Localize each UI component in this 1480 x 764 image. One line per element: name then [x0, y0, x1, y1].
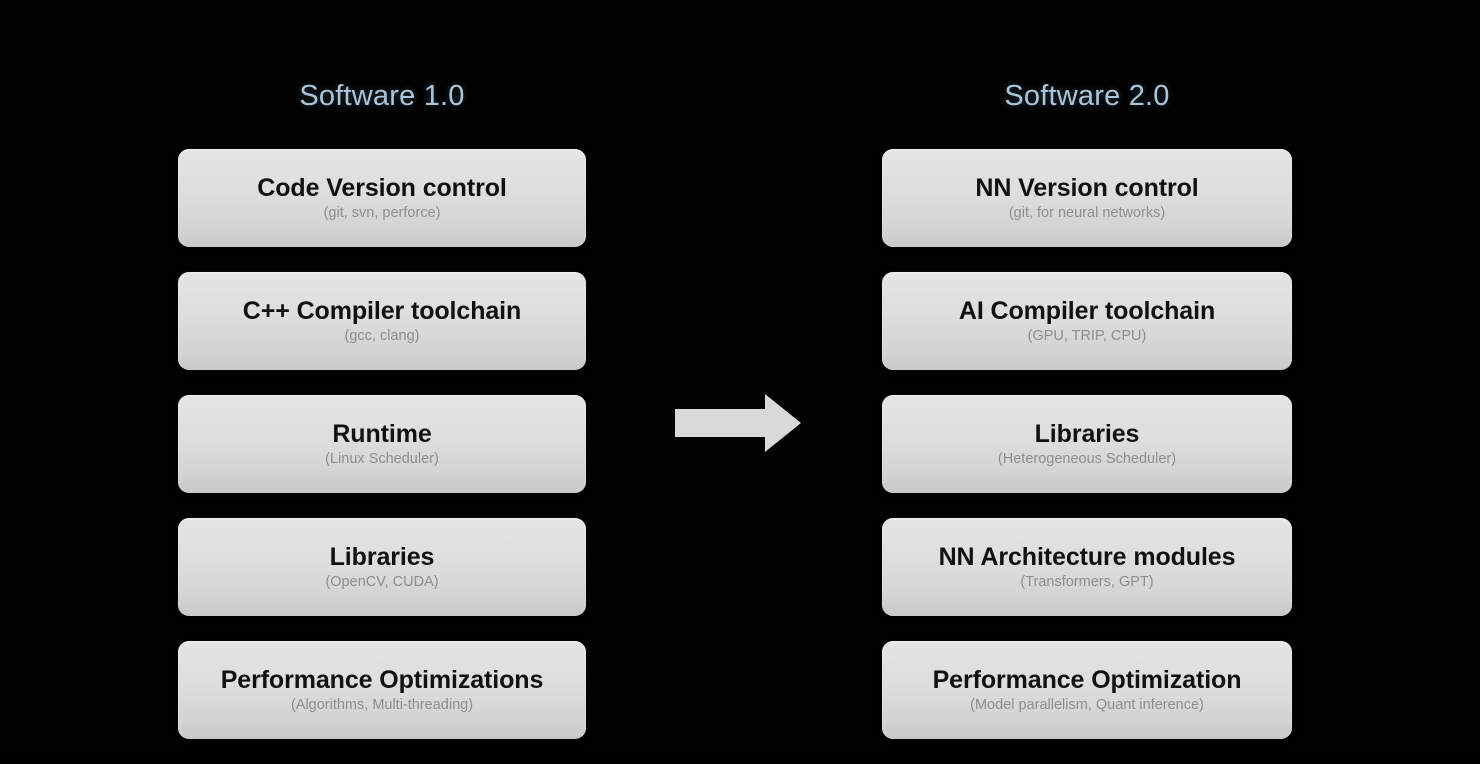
- column-title-software-2-0: Software 2.0: [1004, 80, 1170, 112]
- arrow-right-icon: [668, 392, 808, 454]
- card-subtitle: (Linux Scheduler): [325, 450, 439, 467]
- column-title-software-1-0: Software 1.0: [299, 80, 465, 112]
- card-title: Code Version control: [257, 173, 507, 202]
- stack-card-performance-optimizations[interactable]: Performance Optimizations (Algorithms, M…: [178, 641, 586, 739]
- stack-card-nn-architecture-modules[interactable]: NN Architecture modules (Transformers, G…: [882, 518, 1292, 616]
- stack-card-ai-compiler-toolchain[interactable]: AI Compiler toolchain (GPU, TRIP, CPU): [882, 272, 1292, 370]
- stack-software-2-0: NN Version control (git, for neural netw…: [882, 149, 1292, 764]
- stack-card-nn-version-control[interactable]: NN Version control (git, for neural netw…: [882, 149, 1292, 247]
- card-title: Runtime: [332, 419, 432, 448]
- card-subtitle: (git, svn, perforce): [323, 204, 441, 221]
- card-title: Performance Optimization: [932, 665, 1242, 694]
- card-subtitle: (OpenCV, CUDA): [325, 573, 439, 590]
- card-subtitle: (Heterogeneous Scheduler): [997, 450, 1177, 467]
- card-title: NN Version control: [975, 173, 1199, 202]
- stack-card-cpp-compiler-toolchain[interactable]: C++ Compiler toolchain (gcc, clang): [178, 272, 586, 370]
- card-subtitle: (Transformers, GPT): [1020, 573, 1154, 590]
- card-subtitle: (GPU, TRIP, CPU): [1027, 327, 1147, 344]
- card-subtitle: (gcc, clang): [344, 327, 420, 344]
- card-subtitle: (Algorithms, Multi-threading): [290, 696, 474, 713]
- card-title: C++ Compiler toolchain: [242, 296, 522, 325]
- stack-software-1-0: Code Version control (git, svn, perforce…: [178, 149, 586, 764]
- card-title: NN Architecture modules: [938, 542, 1236, 571]
- stack-card-libraries[interactable]: Libraries (OpenCV, CUDA): [178, 518, 586, 616]
- card-subtitle: (Model parallelism, Quant inference): [970, 696, 1204, 713]
- card-subtitle: (git, for neural networks): [1008, 204, 1166, 221]
- stack-card-runtime[interactable]: Runtime (Linux Scheduler): [178, 395, 586, 493]
- card-title: Performance Optimizations: [220, 665, 544, 694]
- stack-card-libraries-heterogeneous[interactable]: Libraries (Heterogeneous Scheduler): [882, 395, 1292, 493]
- stack-card-performance-optimization[interactable]: Performance Optimization (Model parallel…: [882, 641, 1292, 739]
- card-title: AI Compiler toolchain: [958, 296, 1216, 325]
- stack-card-code-version-control[interactable]: Code Version control (git, svn, perforce…: [178, 149, 586, 247]
- card-title: Libraries: [329, 542, 435, 571]
- card-title: Libraries: [1034, 419, 1140, 448]
